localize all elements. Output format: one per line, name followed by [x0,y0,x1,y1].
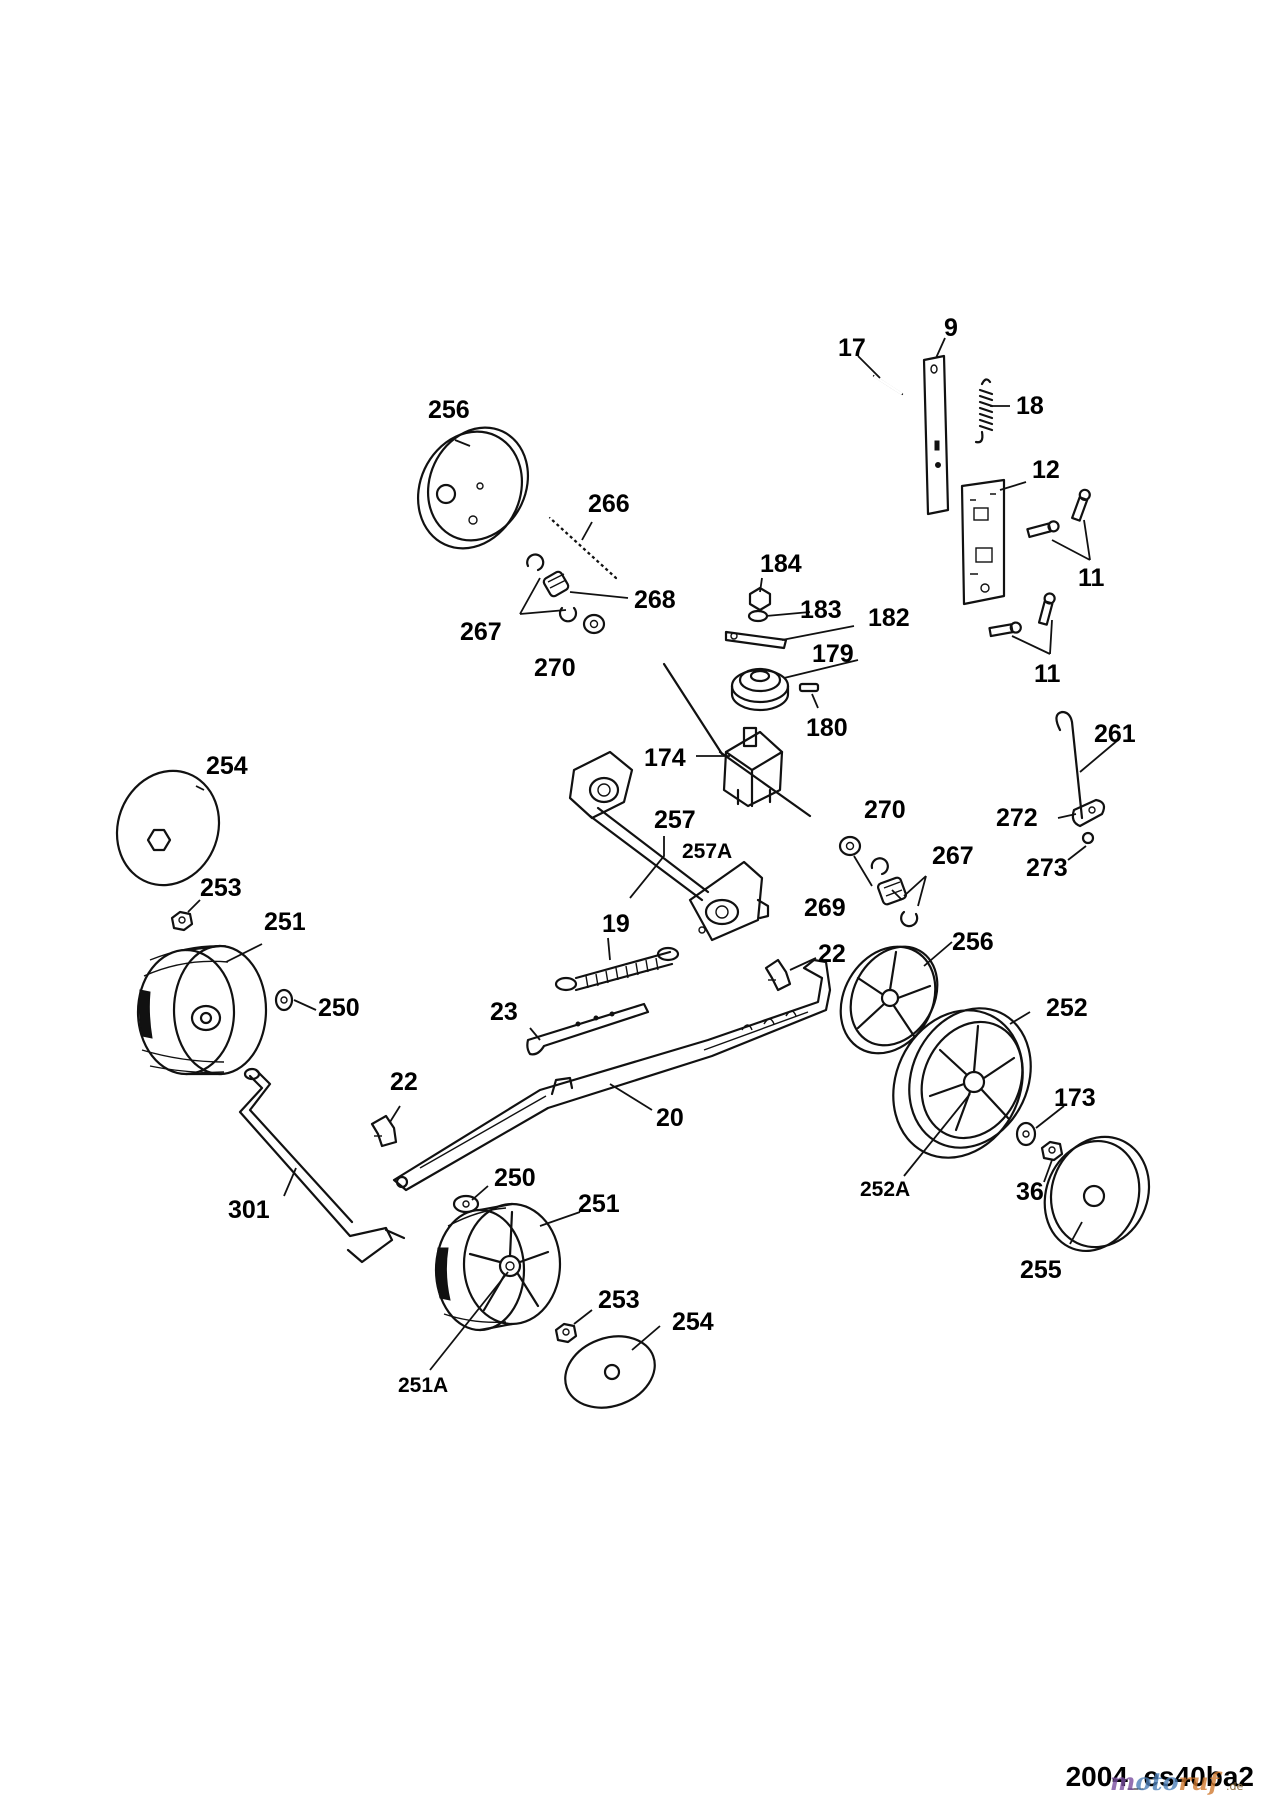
label-182: 182 [868,604,910,632]
label-256-lower: 256 [952,928,994,956]
label-9: 9 [944,314,958,342]
label-269: 269 [804,894,846,922]
part-173-washer [1015,1121,1037,1147]
part-301-axle [238,1067,406,1264]
part-22-clip-upper [764,958,792,992]
part-22-clip-lower [370,1114,398,1148]
label-267-lower: 267 [932,842,974,870]
label-20: 20 [656,1104,684,1132]
part-254-hubcap-lower [564,1335,656,1409]
label-253-left: 253 [200,874,242,902]
part-23-link [526,1002,650,1056]
label-17: 17 [838,334,866,362]
part-11-screws [988,488,1091,638]
label-267-upper: 267 [460,618,502,646]
part-179-pulley [730,667,790,712]
label-19: 19 [602,910,630,938]
watermark-oto: oto [1135,1767,1178,1796]
part-272-plate [1071,798,1106,828]
part-250-washer-left [274,988,294,1012]
watermark: motoruf .de [1110,1767,1243,1796]
label-253-lower: 253 [598,1286,640,1314]
label-261: 261 [1094,720,1136,748]
label-256-upper: 256 [428,396,470,424]
label-251-left: 251 [264,908,306,936]
part-266-threaded-rod [548,516,618,580]
part-273-nut [1081,831,1095,845]
label-11-lower: 11 [1034,660,1061,688]
part-257A-plate [688,860,770,942]
part-18-spring [974,378,994,444]
part-267-268-clips-bush-upper [526,553,578,623]
label-270-lower: 270 [864,796,906,824]
label-22-upper: 22 [818,940,846,968]
part-174-gearbox [662,662,812,818]
part-20-lever-bar [392,958,832,1192]
part-253-nut-lower [554,1322,578,1344]
label-254-left: 254 [206,752,248,780]
leader-lines [187,337,1119,1371]
label-174: 174 [644,744,686,772]
label-173: 173 [1054,1084,1096,1112]
part-254-hubcap-left [115,769,221,887]
part-256-wheel-rim-lower [839,945,939,1055]
label-23: 23 [490,998,518,1026]
label-255: 255 [1020,1256,1062,1284]
label-184: 184 [760,550,802,578]
label-12: 12 [1032,456,1060,484]
label-252A: 252A [860,1178,910,1201]
label-252: 252 [1046,994,1088,1022]
part-180-key [798,682,820,693]
watermark-m: m [1110,1767,1135,1796]
label-36: 36 [1016,1178,1044,1206]
callout-labels: 9 17 18 12 11 11 256 266 268 267 270 184… [200,314,1136,1397]
label-257A: 257A [682,840,732,863]
label-257: 257 [654,806,696,834]
part-12-plate [960,478,1006,606]
part-36-nut [1040,1140,1064,1162]
watermark-suffix: .de [1226,1780,1243,1793]
label-270-upper: 270 [534,654,576,682]
label-301: 301 [228,1196,270,1224]
part-182-plate [724,630,788,650]
diagram-code: 2004_es40ba2 [1066,1761,1254,1792]
part-257-bracket [568,750,710,902]
part-183-washer [747,609,769,623]
label-180: 180 [806,714,848,742]
label-11-upper: 11 [1078,564,1105,592]
part-17-pin [872,374,904,396]
label-250-lower: 250 [494,1164,536,1192]
part-19-spring [554,946,680,992]
watermark-logo: motoruf [1110,1767,1223,1796]
part-251-wheel-left [136,944,268,1076]
part-267-clips-lower [870,857,919,928]
label-266: 266 [588,490,630,518]
part-270-washer-upper [582,613,606,635]
label-268: 268 [634,586,676,614]
part-256-wheel-cap-upper [416,426,530,550]
label-272: 272 [996,804,1038,832]
label-251-lower: 251 [578,1190,620,1218]
label-18: 18 [1016,392,1044,420]
label-22-lower: 22 [390,1068,418,1096]
part-252-wheel-rear [892,1007,1032,1159]
part-9-handle-bar [922,354,950,516]
part-253-nut-left [170,910,194,932]
watermark-ruf: ruf [1179,1767,1223,1796]
part-251-wheel-lower [434,1202,562,1332]
part-270-washer-lower [838,835,862,857]
label-254-lower: 254 [672,1308,714,1336]
label-183: 183 [800,596,842,624]
part-255-hubcap-right [1043,1135,1151,1253]
label-251A: 251A [398,1374,448,1397]
label-179: 179 [812,640,854,668]
label-273: 273 [1026,854,1068,882]
part-261-rod [1055,710,1084,820]
label-250-left: 250 [318,994,360,1022]
